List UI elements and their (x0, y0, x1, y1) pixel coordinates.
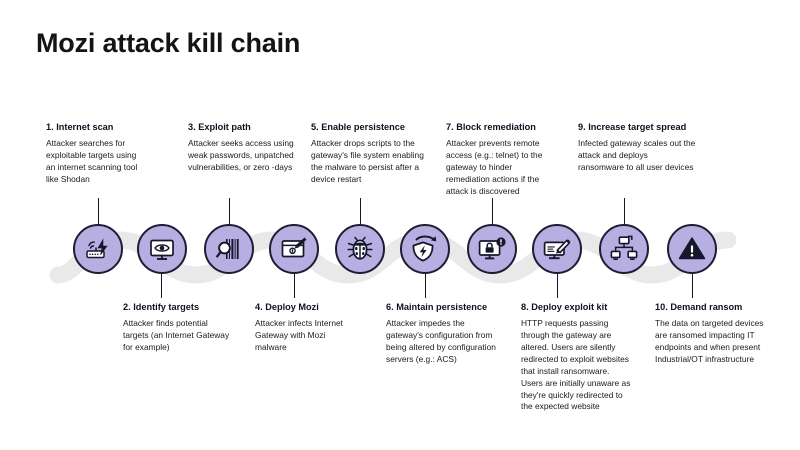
chain-node-6-maintain-persistence[interactable] (400, 224, 450, 274)
chain-node-7-block-remediation[interactable] (467, 224, 517, 274)
step-2-title: 2. Identify targets (123, 302, 200, 312)
stem-6 (425, 270, 427, 298)
step-3-body: Attacker seeks access using weak passwor… (188, 138, 294, 172)
page-title: Mozi attack kill chain (36, 28, 301, 58)
step-5-body: Attacker drops scripts to the gateway's … (311, 138, 424, 184)
network-spread-icon (609, 234, 639, 264)
monitor-eye-icon (147, 234, 177, 264)
monitor-lock-alert-icon (477, 234, 507, 264)
step-6-title: 6. Maintain persistence (386, 302, 488, 312)
step-block-9: 9. Increase target spread Infected gatew… (578, 122, 696, 174)
stem-4 (294, 270, 296, 298)
stem-1 (98, 198, 100, 224)
step-block-2: 2. Identify targets Attacker finds poten… (123, 302, 233, 354)
step-6-body: Attacker impedes the gateway's configura… (386, 318, 496, 364)
step-10-body: The data on targeted devices are ransome… (655, 318, 764, 364)
chain-node-1-internet-scan[interactable] (73, 224, 123, 274)
step-10-title: 10. Demand ransom (655, 302, 743, 312)
step-2-body: Attacker finds potential targets (an Int… (123, 318, 230, 352)
step-block-8: 8. Deploy exploit kit HTTP requests pass… (521, 302, 633, 413)
router-lightning-icon (83, 234, 113, 264)
step-4-title: 4. Deploy Mozi (255, 302, 319, 312)
step-block-4: 4. Deploy Mozi Attacker infects Internet… (255, 302, 353, 354)
step-9-body: Infected gateway scales out the attack a… (578, 138, 696, 172)
chain-node-3-exploit-path[interactable] (204, 224, 254, 274)
step-4-body: Attacker infects Internet Gateway with M… (255, 318, 343, 352)
stem-5 (360, 198, 362, 224)
chain-node-8-deploy-exploit-kit[interactable] (532, 224, 582, 274)
chain-node-5-enable-persistence[interactable] (335, 224, 385, 274)
step-3-title: 3. Exploit path (188, 122, 251, 132)
chain-node-4-deploy-mozi[interactable] (269, 224, 319, 274)
stem-7 (492, 198, 494, 224)
step-block-1: 1. Internet scan Attacker searches for e… (46, 122, 138, 186)
stem-8 (557, 270, 559, 298)
magnifier-barcode-icon (214, 234, 244, 264)
stem-10 (692, 270, 694, 298)
step-1-title: 1. Internet scan (46, 122, 114, 132)
chain-node-9-increase-target-spread[interactable] (599, 224, 649, 274)
stem-2 (161, 270, 163, 298)
step-7-title: 7. Block remediation (446, 122, 536, 132)
step-1-body: Attacker searches for exploitable target… (46, 138, 138, 184)
step-8-body: HTTP requests passing through the gatewa… (521, 318, 631, 412)
step-7-body: Attacker prevents remote access (e.g.: t… (446, 138, 543, 196)
bug-icon (345, 234, 375, 264)
step-block-6: 6. Maintain persistence Attacker impedes… (386, 302, 496, 366)
stem-9 (624, 198, 626, 224)
step-5-title: 5. Enable persistence (311, 122, 405, 132)
step-block-7: 7. Block remediation Attacker prevents r… (446, 122, 558, 198)
chain-node-2-identify-targets[interactable] (137, 224, 187, 274)
step-8-title: 8. Deploy exploit kit (521, 302, 608, 312)
step-9-title: 9. Increase target spread (578, 122, 687, 132)
step-block-3: 3. Exploit path Attacker seeks access us… (188, 122, 306, 174)
monitor-signature-icon (542, 234, 572, 264)
stem-3 (229, 198, 231, 224)
shield-refresh-icon (410, 234, 440, 264)
browser-pen-icon (279, 234, 309, 264)
chain-node-10-demand-ransom[interactable] (667, 224, 717, 274)
step-block-5: 5. Enable persistence Attacker drops scr… (311, 122, 433, 186)
warning-triangle-icon (677, 234, 707, 264)
step-block-10: 10. Demand ransom The data on targeted d… (655, 302, 777, 366)
